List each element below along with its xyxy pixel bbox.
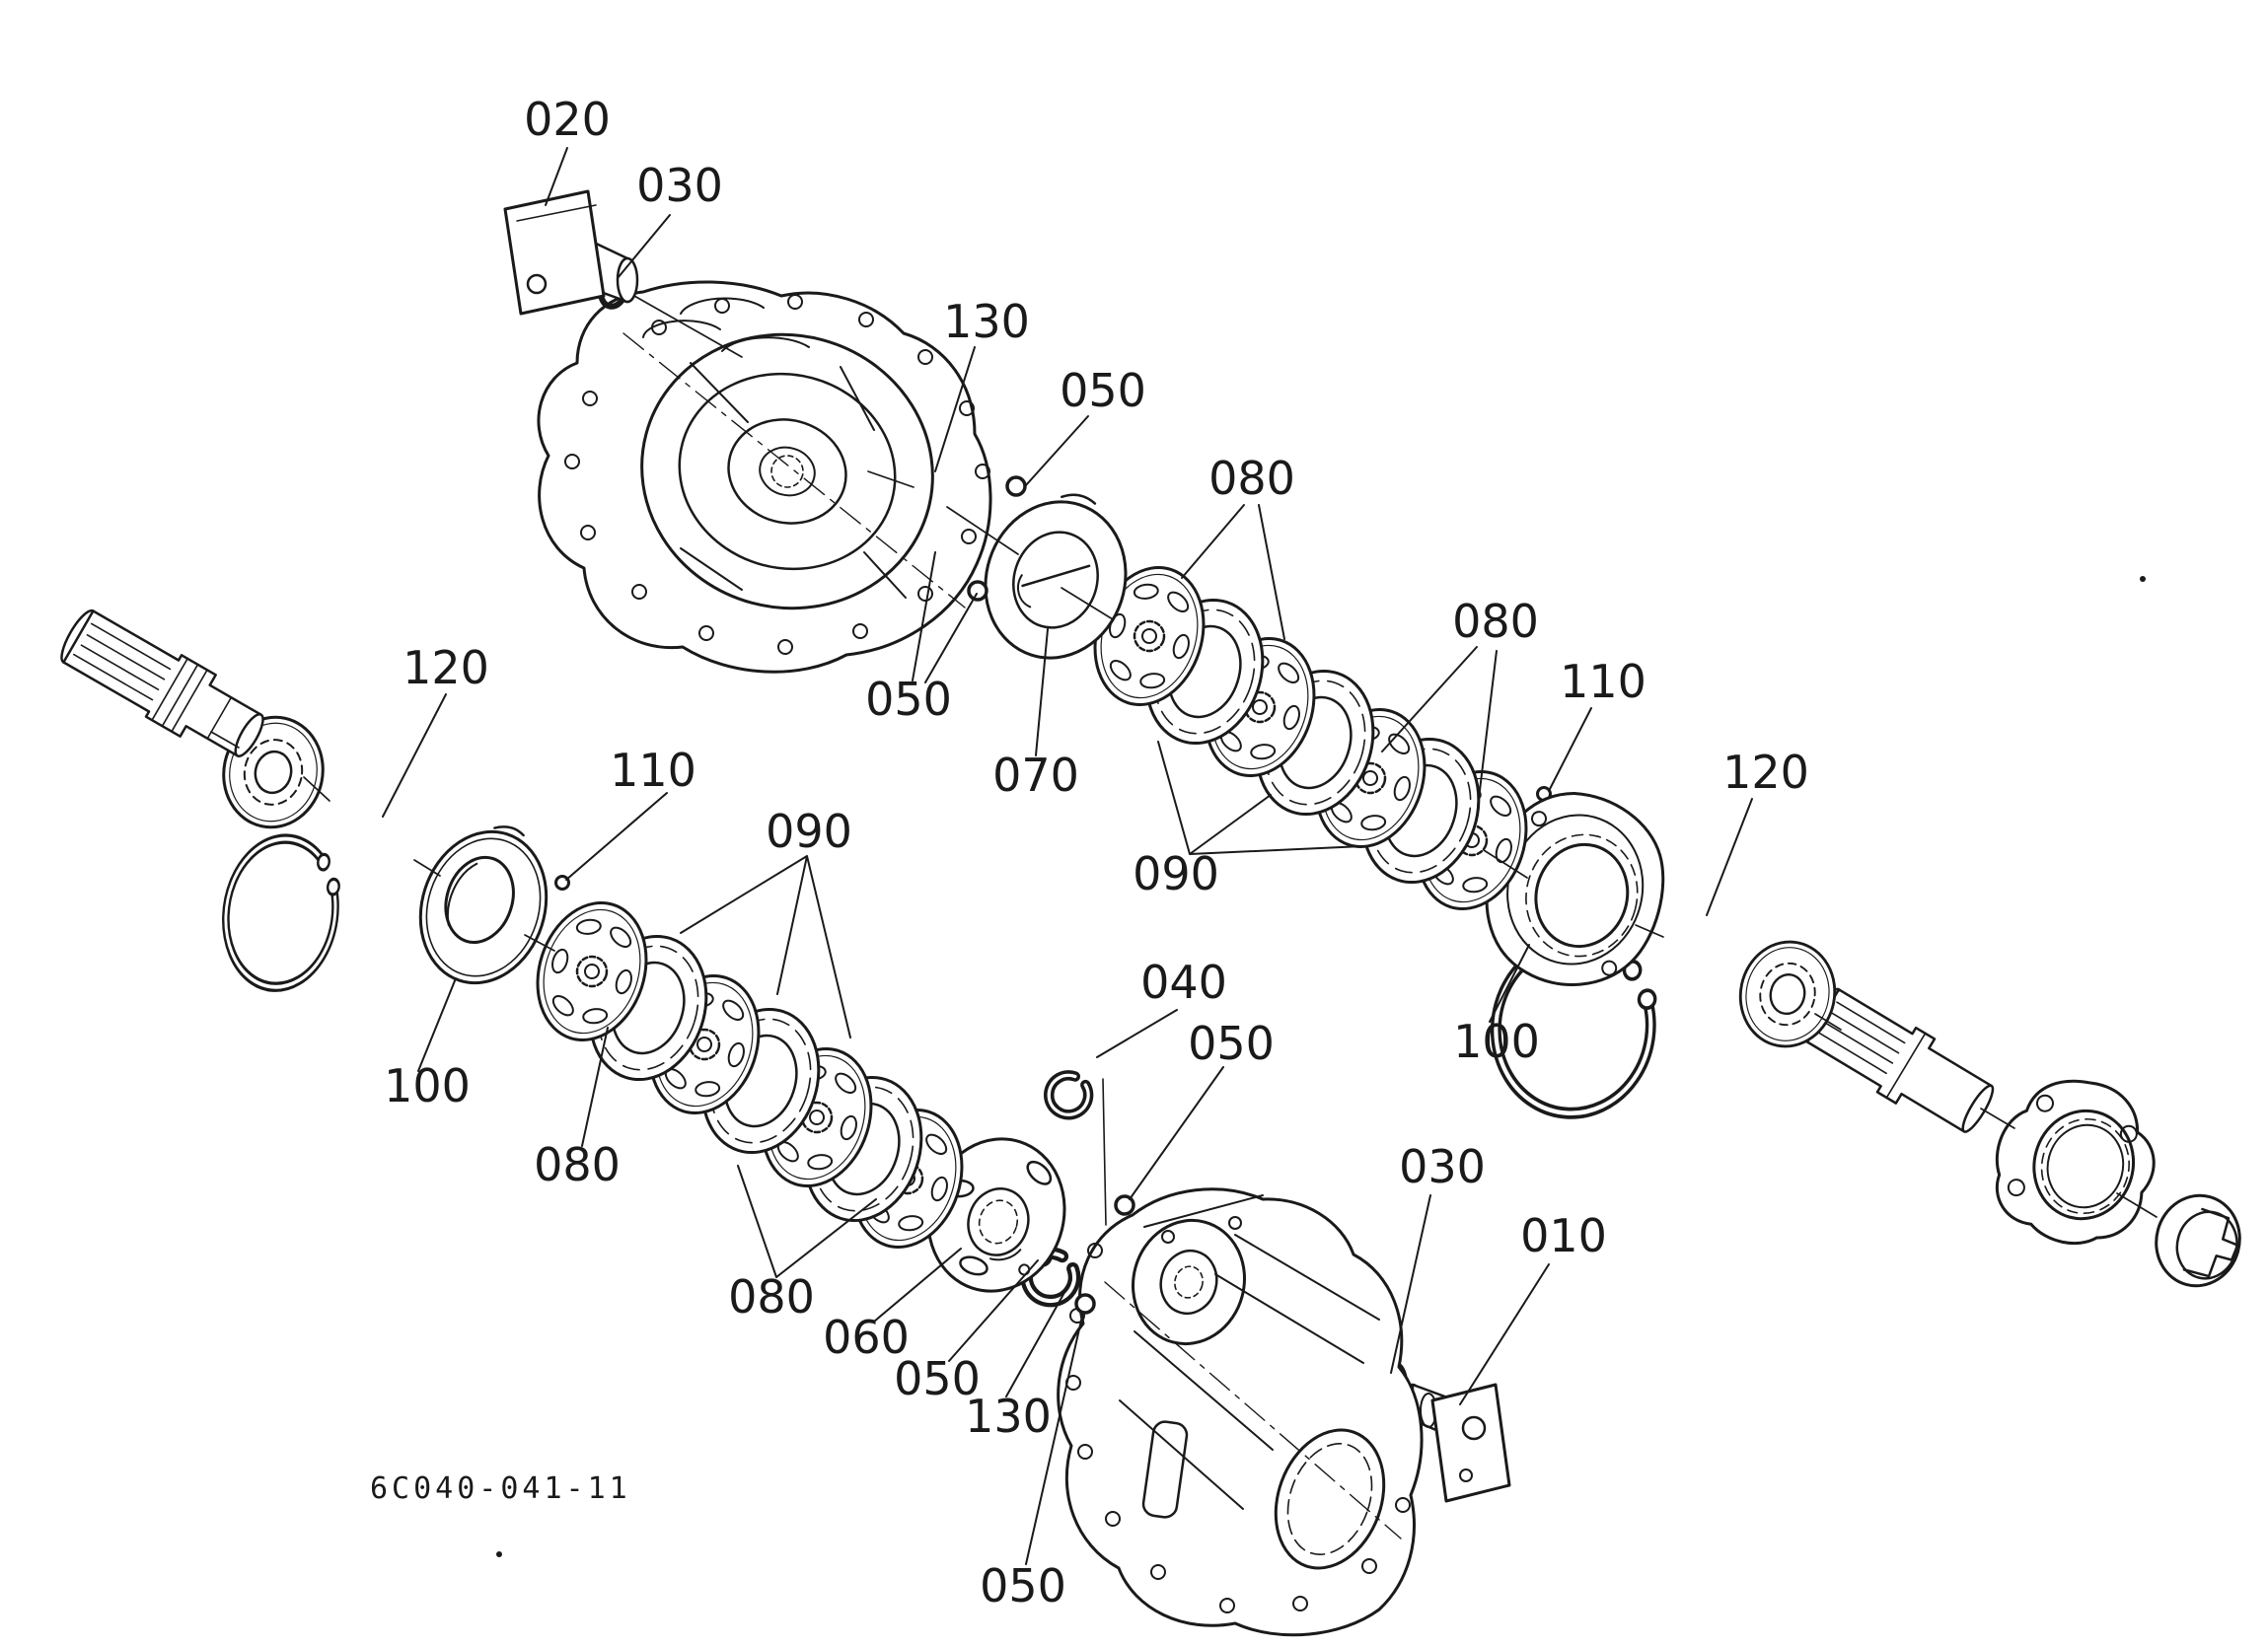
- part-housing-lower: [1057, 1187, 1424, 1637]
- callout-050-top: 050: [1060, 364, 1146, 417]
- callout-130-top: 130: [943, 295, 1030, 348]
- part-shaft-left: [60, 609, 264, 757]
- ink-speck: [496, 1551, 502, 1557]
- callout-050-mid: 050: [1188, 1017, 1275, 1070]
- axis-lines: [210, 295, 2158, 1218]
- callout-050-lowest: 050: [980, 1559, 1066, 1612]
- callout-040: 040: [1140, 956, 1227, 1009]
- part-snap-ring-120-left: [216, 831, 344, 994]
- callout-080-right: 080: [1452, 595, 1539, 648]
- callout-labels: 020 030 130 050 080 080 110 120 120 110 …: [384, 93, 1809, 1612]
- callout-080-left-1: 080: [534, 1138, 621, 1191]
- callout-120-right: 120: [1722, 746, 1809, 799]
- callout-120-left: 120: [402, 641, 489, 694]
- part-housing-upper: [537, 280, 992, 674]
- callout-030-bottom: 030: [1399, 1140, 1486, 1193]
- callout-110-right: 110: [1560, 655, 1646, 708]
- part-coupling: [2145, 1184, 2251, 1297]
- diagram-parts: [60, 189, 2251, 1637]
- callout-100-right: 100: [1453, 1015, 1540, 1068]
- callout-010: 010: [1520, 1209, 1607, 1262]
- callout-020: 020: [524, 93, 611, 146]
- callout-110-left: 110: [610, 744, 696, 797]
- part-plug-020: [503, 189, 639, 316]
- callout-080-top: 080: [1208, 452, 1295, 505]
- callout-090-left: 090: [766, 805, 852, 858]
- callout-130-bottom: 130: [965, 1390, 1052, 1443]
- callout-090-mid: 090: [1133, 847, 1219, 900]
- part-ball-050: [1005, 475, 1027, 497]
- callout-060: 060: [823, 1311, 910, 1364]
- drawing-code: 6C040-041-11: [370, 1471, 631, 1506]
- part-ball-050: [1074, 1293, 1096, 1315]
- callout-050-bottom: 050: [894, 1352, 981, 1405]
- leader-lines: [382, 147, 1753, 1565]
- part-hub-flange: [1977, 1061, 2173, 1262]
- callout-080-left-2: 080: [728, 1270, 815, 1324]
- callout-030-top: 030: [636, 159, 723, 212]
- ink-speck: [2140, 576, 2146, 582]
- part-ball-050: [967, 580, 988, 602]
- callout-070: 070: [992, 749, 1079, 802]
- callout-050-upper-mid: 050: [865, 673, 952, 726]
- position-line-040: [1102, 1078, 1107, 1226]
- callout-100-left: 100: [384, 1059, 471, 1112]
- part-snap-ring-040: [1049, 1075, 1088, 1114]
